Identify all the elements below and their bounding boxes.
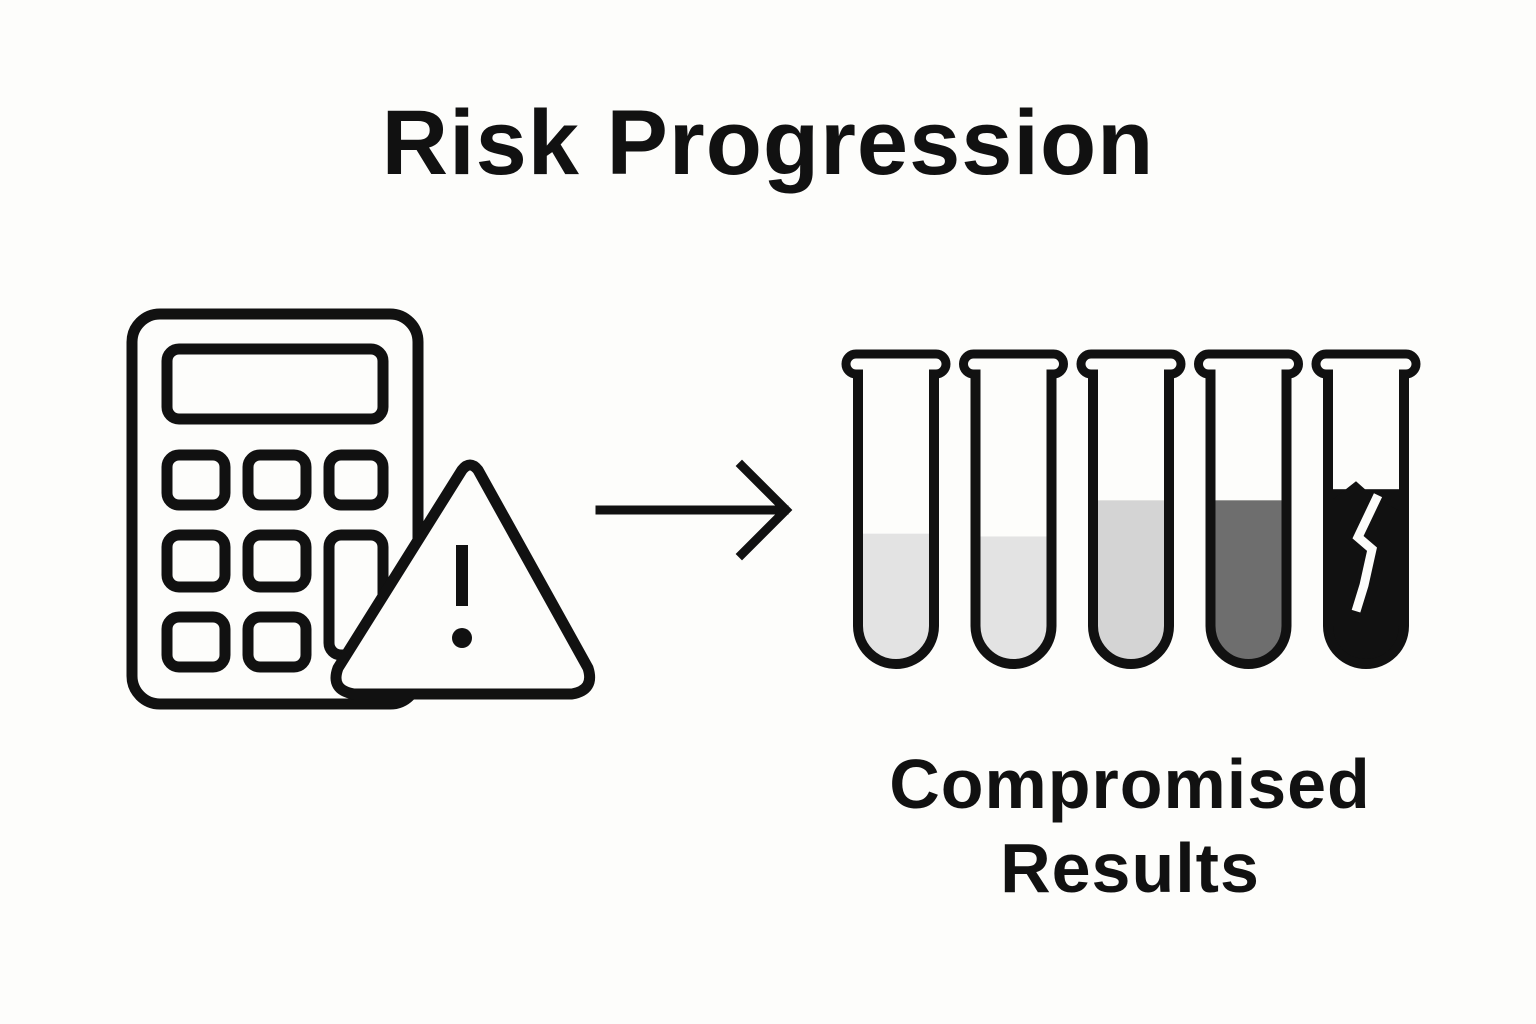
caption-line-2: Results: [1000, 829, 1260, 907]
tube-neck: [1215, 368, 1282, 382]
test-tube-icon: [1194, 349, 1303, 669]
tube-outline: [853, 372, 939, 669]
caption-line-1: Compromised: [889, 745, 1371, 823]
tube-liquid: [1093, 500, 1169, 664]
tube-neck: [863, 368, 929, 382]
tube-outline: [1205, 372, 1292, 669]
test-tube-icon: [959, 349, 1068, 669]
tube-outline: [1323, 372, 1409, 669]
exclamation-dot: [452, 628, 472, 648]
diagram-title: Risk Progression: [381, 92, 1155, 194]
tube-liquid: [858, 533, 934, 664]
tube-neck: [1098, 368, 1164, 382]
calculator-icon: [126, 308, 424, 710]
arrow-right-icon: [595, 459, 793, 561]
test-tube-icon: [1076, 349, 1186, 669]
tube-neck: [980, 368, 1047, 382]
tube-crack: [1351, 493, 1383, 613]
compromised-results-caption: Compromised Results: [830, 742, 1430, 910]
tube-liquid: [975, 536, 1052, 664]
test-tube-icon: [1311, 349, 1421, 669]
tube-liquid: [1210, 500, 1287, 664]
tube-outline: [1088, 372, 1174, 669]
tube-outline: [970, 372, 1057, 669]
test-tube-rack: [841, 349, 1421, 669]
test-tube-icon: [841, 349, 951, 669]
warning-triangle-icon: [330, 459, 596, 700]
tube-neck: [1333, 368, 1399, 382]
